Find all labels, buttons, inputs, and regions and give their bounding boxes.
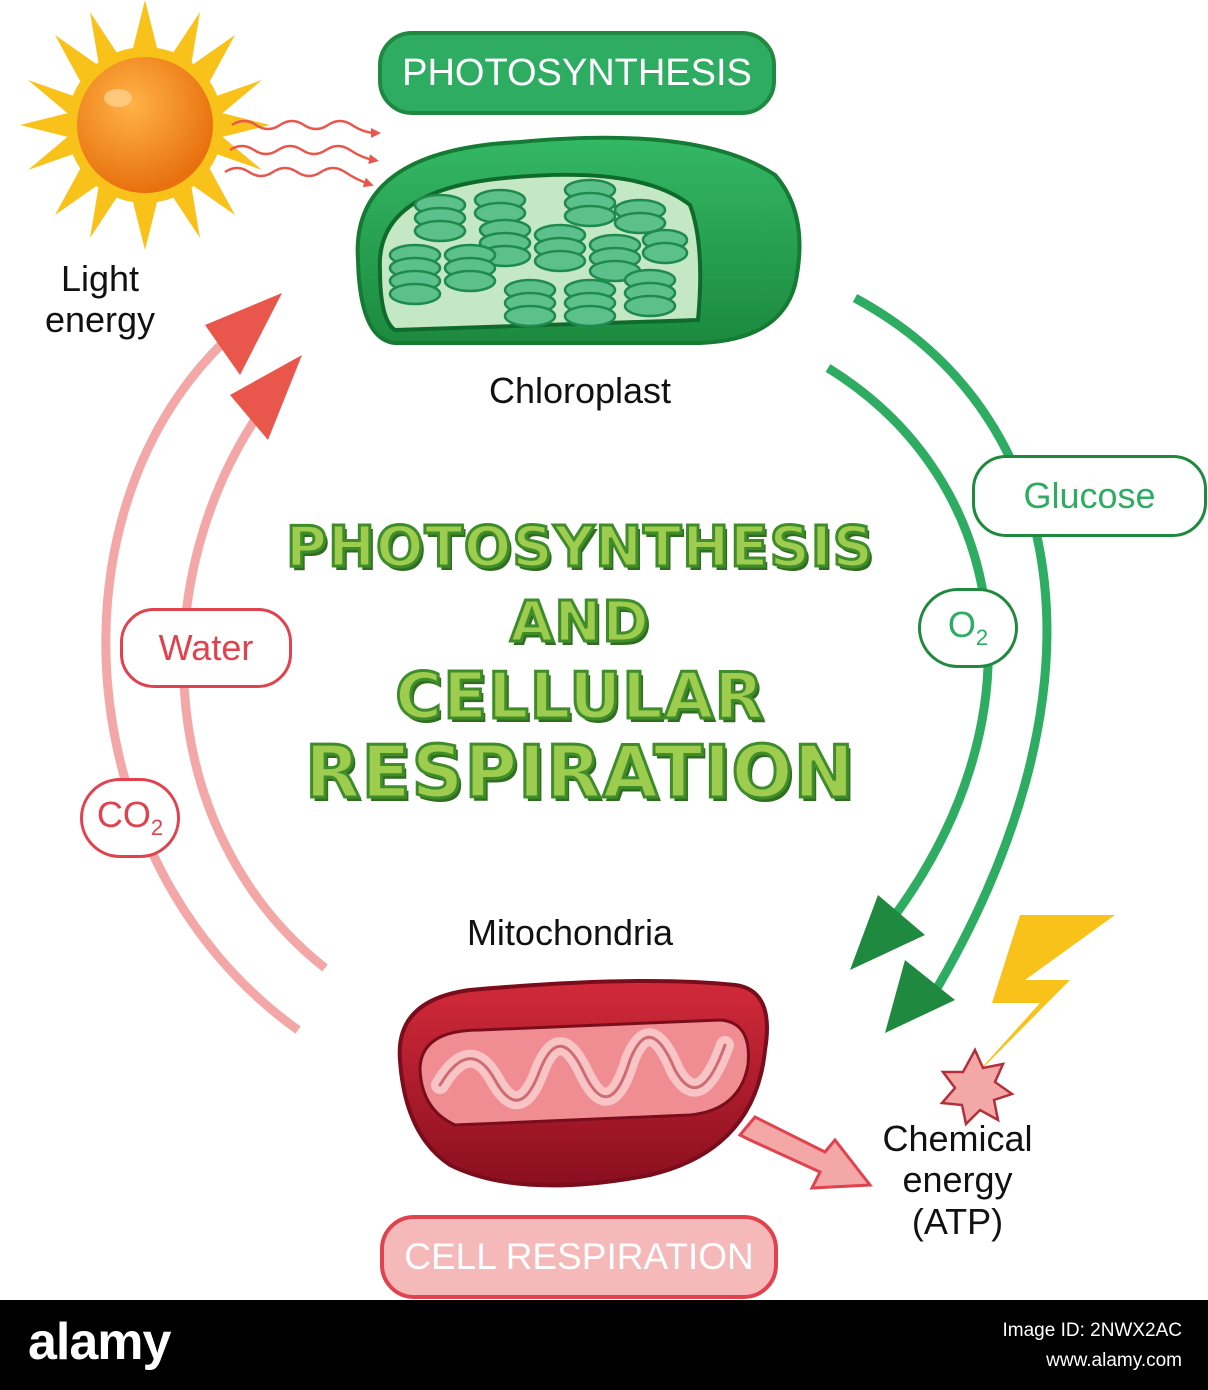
granum-stack-icon [413,193,467,243]
glucose-pill: Glucose [972,455,1207,537]
cell-respiration-label: CELL RESPIRATION [404,1236,754,1277]
diagram-stage: PHOTOSYNTHESIS CELL RESPIRATION Glucose … [20,0,1207,1299]
arrowhead-icon [230,355,302,440]
arrowhead-icon [885,960,955,1033]
glucose-label: Glucose [1023,475,1156,516]
atp-output-arrow-icon [737,1115,873,1190]
arrowhead-icon [850,895,925,970]
title-line-1: PHOTOSYNTHESIS [285,514,875,582]
chloroplast-label: Chloroplast [488,370,672,411]
title-line-3: CELLULAR [394,659,766,736]
light-ray-icons [224,119,381,188]
stock-footer: alamy Image ID: 2NWX2AC www.alamy.com [0,1300,1208,1390]
o2-label: O2 [947,604,989,651]
diagram-graphics [20,0,1115,1190]
site-url-text: www.alamy.com [1046,1350,1182,1371]
water-pill: Water [120,608,292,688]
title-line-2: AND [509,589,651,657]
image-id-text: Image ID: 2NWX2AC [1002,1320,1183,1341]
chloroplast-icon [355,135,802,345]
arrowhead-icon [205,293,282,375]
photosynthesis-label: PHOTOSYNTHESIS [402,51,752,94]
alamy-logo: alamy [28,1313,171,1371]
mitochondria-label: Mitochondria [466,912,674,953]
chemical-energy-label: Chemical energy (ATP) [882,1118,1033,1242]
lightning-bolt-icon [968,915,1115,1083]
sun-icon [20,0,270,250]
cell-respiration-label-pill: CELL RESPIRATION [380,1215,778,1299]
water-label: Water [158,627,254,668]
light-energy-label: Light energy [44,258,156,341]
title-line-4: RESPIRATION [304,729,856,816]
co2-pill: CO2 [80,778,180,858]
o2-pill: O2 [918,588,1018,668]
mitochondria-icon [397,979,769,1188]
co2-label: CO2 [96,794,164,841]
photosynthesis-label-pill: PHOTOSYNTHESIS [378,31,776,115]
pink-cycle-arrows [101,293,328,1034]
energy-burst-icon [939,1047,1015,1127]
